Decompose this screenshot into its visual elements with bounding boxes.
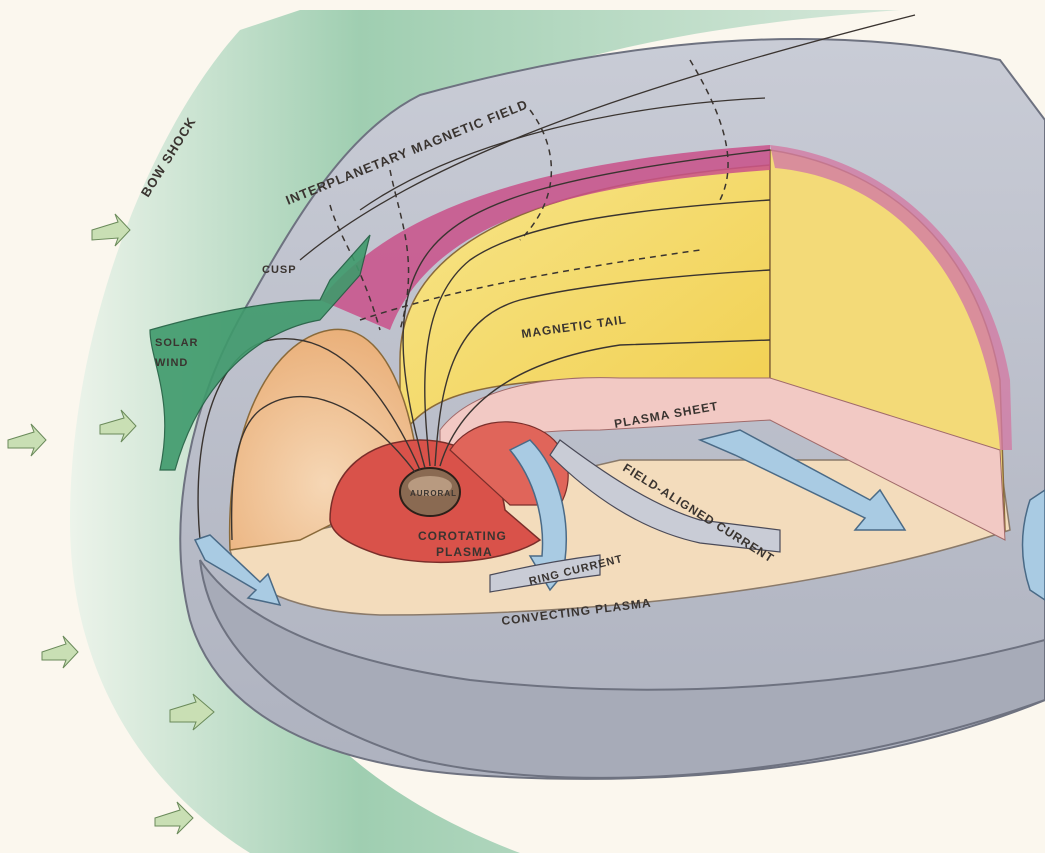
corotating-label-line2: PLASMA [436,545,493,559]
cusp-label: CUSP [262,264,297,276]
solar-wind-label-line1: SOLAR [155,337,199,349]
corotating-label-line1: COROTATING [418,529,507,543]
solar-wind-label-line2: WIND [155,357,188,369]
auroral-label: AURORAL [410,489,457,498]
